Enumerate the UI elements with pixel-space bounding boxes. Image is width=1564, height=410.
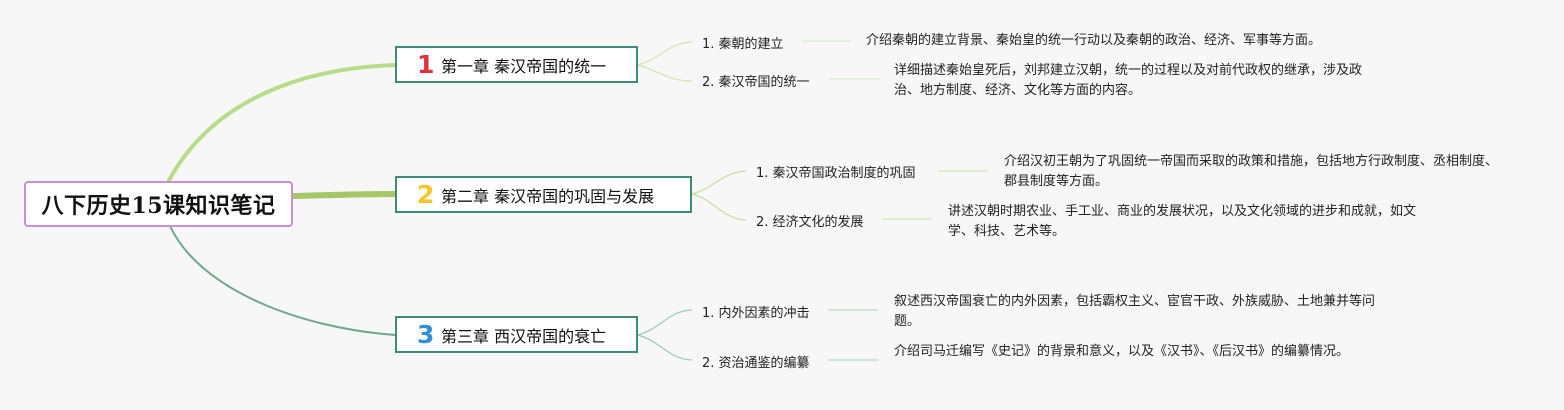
chapter-2-label: 第二章 秦汉帝国的巩固与发展 bbox=[441, 186, 655, 206]
chapter-3-section-1[interactable]: 1. 内外因素的冲击 bbox=[702, 306, 810, 321]
branch-ch2-sec1 bbox=[691, 170, 747, 195]
branch-ch1-sec2 bbox=[637, 64, 693, 82]
chapter-1-label: 第一章 秦汉帝国的统一 bbox=[441, 56, 607, 76]
chapter-2-number-icon: 2 bbox=[417, 180, 435, 209]
branch-root-chapter-3 bbox=[169, 225, 396, 336]
chapter-3-label: 第三章 西汉帝国的衰亡 bbox=[441, 326, 607, 346]
chapter-3-number-icon: 3 bbox=[417, 320, 435, 349]
chapter-3-section-1-detail[interactable]: 叙述西汉帝国衰亡的内外因素，包括霸权主义、宦官干政、外族威胁、土地兼并等问题。 bbox=[894, 294, 1376, 329]
chapter-2-section-1[interactable]: 1. 秦汉帝国政治制度的巩固 bbox=[756, 166, 916, 181]
chapter-1-section-2-detail[interactable]: 详细描述秦始皇死后，刘邦建立汉朝，统一的过程以及对前代政权的继承，涉及政治、地方… bbox=[894, 63, 1363, 98]
chapter-1-node[interactable]: 1 第一章 秦汉帝国的统一 bbox=[395, 46, 638, 83]
chapter-1-section-1[interactable]: 1. 秦朝的建立 bbox=[702, 37, 784, 52]
chapter-2-section-2-detail[interactable]: 讲述汉朝时期农业、手工业、商业的发展状况，以及文化领域的进步和成就，如文学、科技… bbox=[948, 204, 1417, 239]
chapter-1-section-1-detail[interactable]: 介绍秦朝的建立背景、秦始皇的统一行动以及秦朝的政治、经济、军事等方面。 bbox=[866, 33, 1322, 48]
chapter-3-section-2-detail[interactable]: 介绍司马迁编写《史记》的背景和意义，以及《汉书》、《后汉书》的编纂情况。 bbox=[894, 344, 1350, 359]
chapter-1-section-2[interactable]: 2. 秦汉帝国的统一 bbox=[702, 75, 810, 90]
branch-ch1-sec1 bbox=[637, 41, 693, 66]
branch-root-chapter-2 bbox=[292, 191, 396, 199]
branch-ch3-sec1 bbox=[637, 309, 693, 336]
branch-ch3-sec2 bbox=[637, 334, 693, 361]
branch-root-chapter-1 bbox=[166, 63, 396, 183]
chapter-3-section-2[interactable]: 2. 资治通鉴的编纂 bbox=[702, 356, 810, 371]
root-node-title[interactable]: 八下历史15课知识笔记 bbox=[24, 181, 293, 227]
chapter-2-section-2[interactable]: 2. 经济文化的发展 bbox=[756, 215, 864, 230]
chapter-2-section-1-detail[interactable]: 介绍汉初王朝为了巩固统一帝国而采取的政策和措施，包括地方行政制度、丞相制度、郡县… bbox=[1004, 154, 1499, 189]
chapter-1-number-icon: 1 bbox=[417, 50, 435, 79]
chapter-2-node[interactable]: 2 第二章 秦汉帝国的巩固与发展 bbox=[395, 176, 692, 213]
chapter-3-node[interactable]: 3 第三章 西汉帝国的衰亡 bbox=[395, 316, 638, 353]
branch-ch2-sec2 bbox=[691, 193, 747, 221]
